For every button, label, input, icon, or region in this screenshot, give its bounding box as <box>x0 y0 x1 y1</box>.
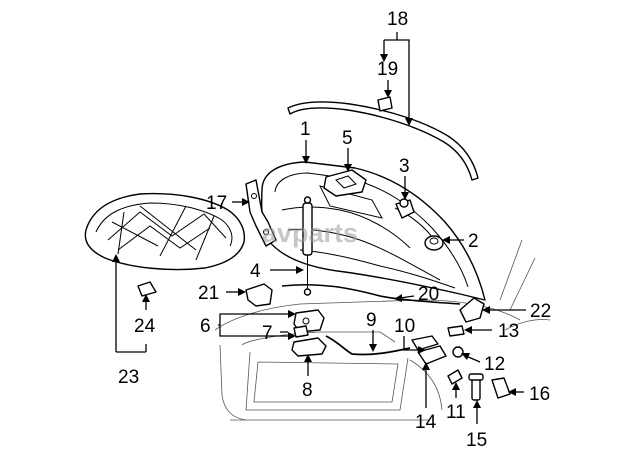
callout-8: 8 <box>302 380 313 401</box>
callout-1: 1 <box>300 119 311 140</box>
callout-21: 21 <box>198 283 219 304</box>
latch-cover <box>291 337 327 357</box>
callout-17: 17 <box>206 193 227 214</box>
callout-14: 14 <box>415 412 437 433</box>
latch-bracket <box>323 169 367 197</box>
adjuster-bolt <box>447 325 465 337</box>
rod-holder-bracket <box>245 283 273 307</box>
hood-insulator <box>84 192 246 271</box>
callout-24: 24 <box>134 316 156 337</box>
prop-rod-clip <box>447 369 463 385</box>
callout-13: 13 <box>498 321 519 342</box>
bumper-stop <box>395 198 415 219</box>
callout-15: 15 <box>466 430 487 451</box>
release-cable <box>281 283 461 305</box>
right-hinge-bracket <box>459 297 485 323</box>
hood-bumper <box>491 377 511 399</box>
callout-20: 20 <box>418 284 439 305</box>
release-rod <box>325 335 411 356</box>
callout-19: 19 <box>377 59 398 80</box>
seal-clip <box>377 96 393 112</box>
callout-2: 2 <box>468 231 479 252</box>
hood-hinge <box>245 179 277 247</box>
callout-11: 11 <box>446 402 466 423</box>
latch-clip <box>293 325 309 338</box>
callout-22: 22 <box>530 301 551 322</box>
stud <box>468 373 484 401</box>
callout-labels: 18 19 1 5 3 2 17 4 20 21 22 6 7 8 9 10 1… <box>118 9 551 451</box>
callout-23: 23 <box>118 367 139 388</box>
callout-9: 9 <box>366 310 377 331</box>
callout-5: 5 <box>342 128 353 149</box>
leader-lines <box>112 32 526 424</box>
callout-4: 4 <box>250 261 261 282</box>
grommet <box>424 235 444 251</box>
weatherstrip-seal <box>287 101 479 181</box>
callout-16: 16 <box>529 384 550 405</box>
callout-7: 7 <box>262 323 273 344</box>
callout-12: 12 <box>484 354 505 375</box>
support-strut <box>302 196 313 296</box>
callout-3: 3 <box>399 156 410 177</box>
callout-6: 6 <box>200 316 211 337</box>
callout-10: 10 <box>394 316 415 337</box>
insulator-clip <box>137 281 157 297</box>
callout-18: 18 <box>387 9 408 30</box>
nut <box>452 346 464 358</box>
watermark: avparts <box>262 218 358 248</box>
